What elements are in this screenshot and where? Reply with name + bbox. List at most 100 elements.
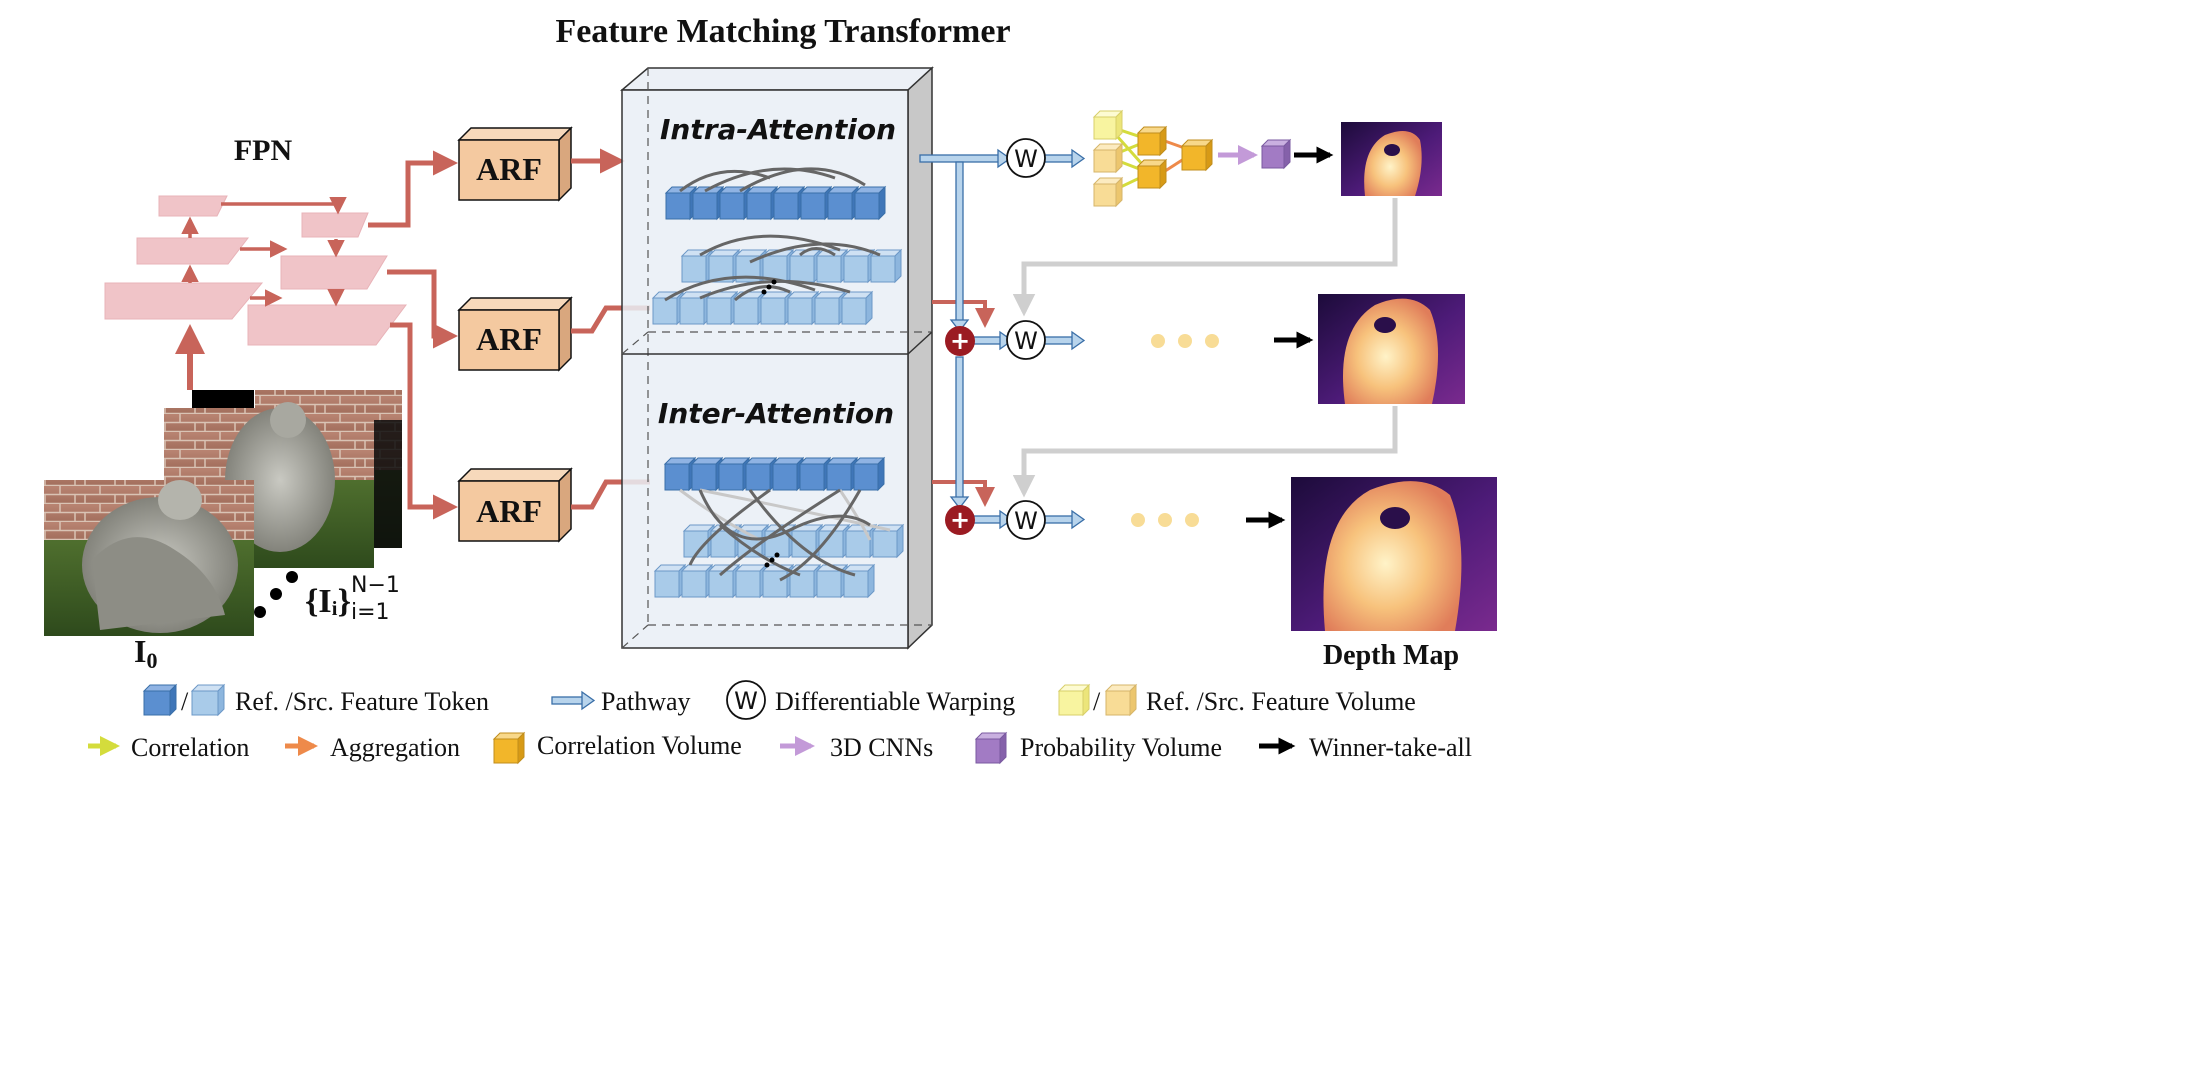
ref-token [826,185,860,221]
ref-token [718,185,752,221]
inter-curves [679,488,891,582]
pathway-icon [551,690,596,711]
svg-text:W: W [734,687,758,715]
src-token [734,563,768,599]
probability-volume-icon [974,731,1008,765]
legend-item-3d-cnns: 3D CNNs [780,733,933,762]
fusion-node-2: + [945,505,975,535]
src-token [653,563,687,599]
fpn-bottom-up-layers [104,195,264,320]
stage-3-ellipsis [1131,513,1199,527]
aggregated-volume [1180,138,1214,172]
legend-item-feature-volume: / Ref. /Src. Feature Volume [1057,683,1416,717]
legend-label-feature-volume: Ref. /Src. Feature Volume [1146,687,1416,716]
pathway-top [919,148,1012,169]
ref-volume-icon [1057,683,1091,717]
inter-attention-label: Inter-Attention [658,397,894,430]
legend-label-3d-cnns: 3D CNNs [830,733,933,762]
warp-node-3: W [1006,500,1046,540]
src-token [788,248,822,284]
legend-label-warping: Differentiable Warping [775,687,1015,716]
arf-box-2: ARF [457,296,573,372]
intra-ellipsis [761,279,777,295]
legend-label-aggregation: Aggregation [330,733,460,762]
legend: / Ref. /Src. Feature Token Pathway W Dif… [88,680,1472,765]
source-images-label: {Iᵢ} [305,583,351,620]
reference-image-label: I0 [134,633,157,673]
correlation-volume [1136,125,1168,157]
correlation-volume-icon [492,731,526,765]
depth-map-label: Depth Map [1323,640,1459,671]
src-token [680,248,714,284]
ref-token [798,456,832,492]
ref-token [799,185,833,221]
fpn-layer-middle [136,237,250,265]
src-token [786,290,820,326]
ref-token [852,456,886,492]
svg-text:/: / [181,687,189,716]
pathway-after-warp-2 [1043,330,1086,351]
fpn-td-layer-middle [280,255,388,290]
src-token [871,523,905,559]
ref-token [744,456,778,492]
fpn-td-layer-bottom [247,304,407,346]
reference-image [44,480,254,636]
svg-text:W: W [1014,507,1038,535]
pathway-after-warp-3 [1043,509,1086,530]
ref-token [745,185,779,221]
legend-label-probability-volume: Probability Volume [1020,733,1222,762]
fpn-module: FPN [104,134,407,390]
src-token [813,290,847,326]
ref-token [771,456,805,492]
svg-text:/: / [1093,687,1101,716]
stage-2-ellipsis [1151,334,1219,348]
diagram-title: Feature Matching Transformer [555,13,1010,50]
ref-token [825,456,859,492]
legend-item-correlation-volume: Correlation Volume [492,731,742,765]
ref-token [663,456,697,492]
svg-text:+: + [950,327,970,355]
src-token [705,290,739,326]
legend-item-feature-token: / Ref. /Src. Feature Token [142,683,489,717]
legend-item-correlation: Correlation [88,733,249,762]
depth-map-3 [1291,477,1497,631]
warp-icon: W [726,680,766,720]
ref-token [772,185,806,221]
pathways [919,148,1086,530]
input-images: {Iᵢ} N−1 i=1 I0 [44,390,402,673]
svg-text:W: W [1014,327,1038,355]
fpn-td-layer-top [301,212,369,238]
fpn-layer-bottom [104,282,264,320]
pathway-bottom [971,509,1014,530]
probability-volume [1260,138,1292,170]
warp-node-2: W [1006,320,1046,360]
pathway-mid [971,330,1014,351]
svg-text:W: W [1014,145,1038,173]
legend-item-pathway: Pathway [551,687,691,716]
arf-label-3: ARF [476,493,542,529]
legend-item-probability-volume: Probability Volume [974,731,1222,765]
src-token-icon [190,683,226,717]
source-images-subscript: i=1 [351,600,390,625]
legend-label-pathway: Pathway [601,687,691,716]
src-token [840,290,874,326]
depth-map-2 [1318,294,1465,404]
correlation-volume [1136,158,1168,190]
fpn-to-arf-connections [368,150,458,520]
inter-ellipsis [764,552,780,568]
pathway-after-warp-1 [1043,148,1086,169]
pathway-vertical [949,161,970,510]
depth-map-1 [1341,122,1442,196]
legend-label-winner-take-all: Winner-take-all [1309,733,1472,762]
src-token [707,248,741,284]
stage-1-volumes [1092,109,1292,208]
ref-volume [1092,109,1124,141]
src-token [844,523,878,559]
src-token [680,563,714,599]
image-back-black-strip [192,390,254,408]
source-images-superscript: N−1 [351,573,400,598]
src-token [842,563,876,599]
legend-label-correlation-volume: Correlation Volume [537,731,742,760]
transformer-to-fusion [932,300,995,507]
arf-box-1: ARF [457,126,573,202]
